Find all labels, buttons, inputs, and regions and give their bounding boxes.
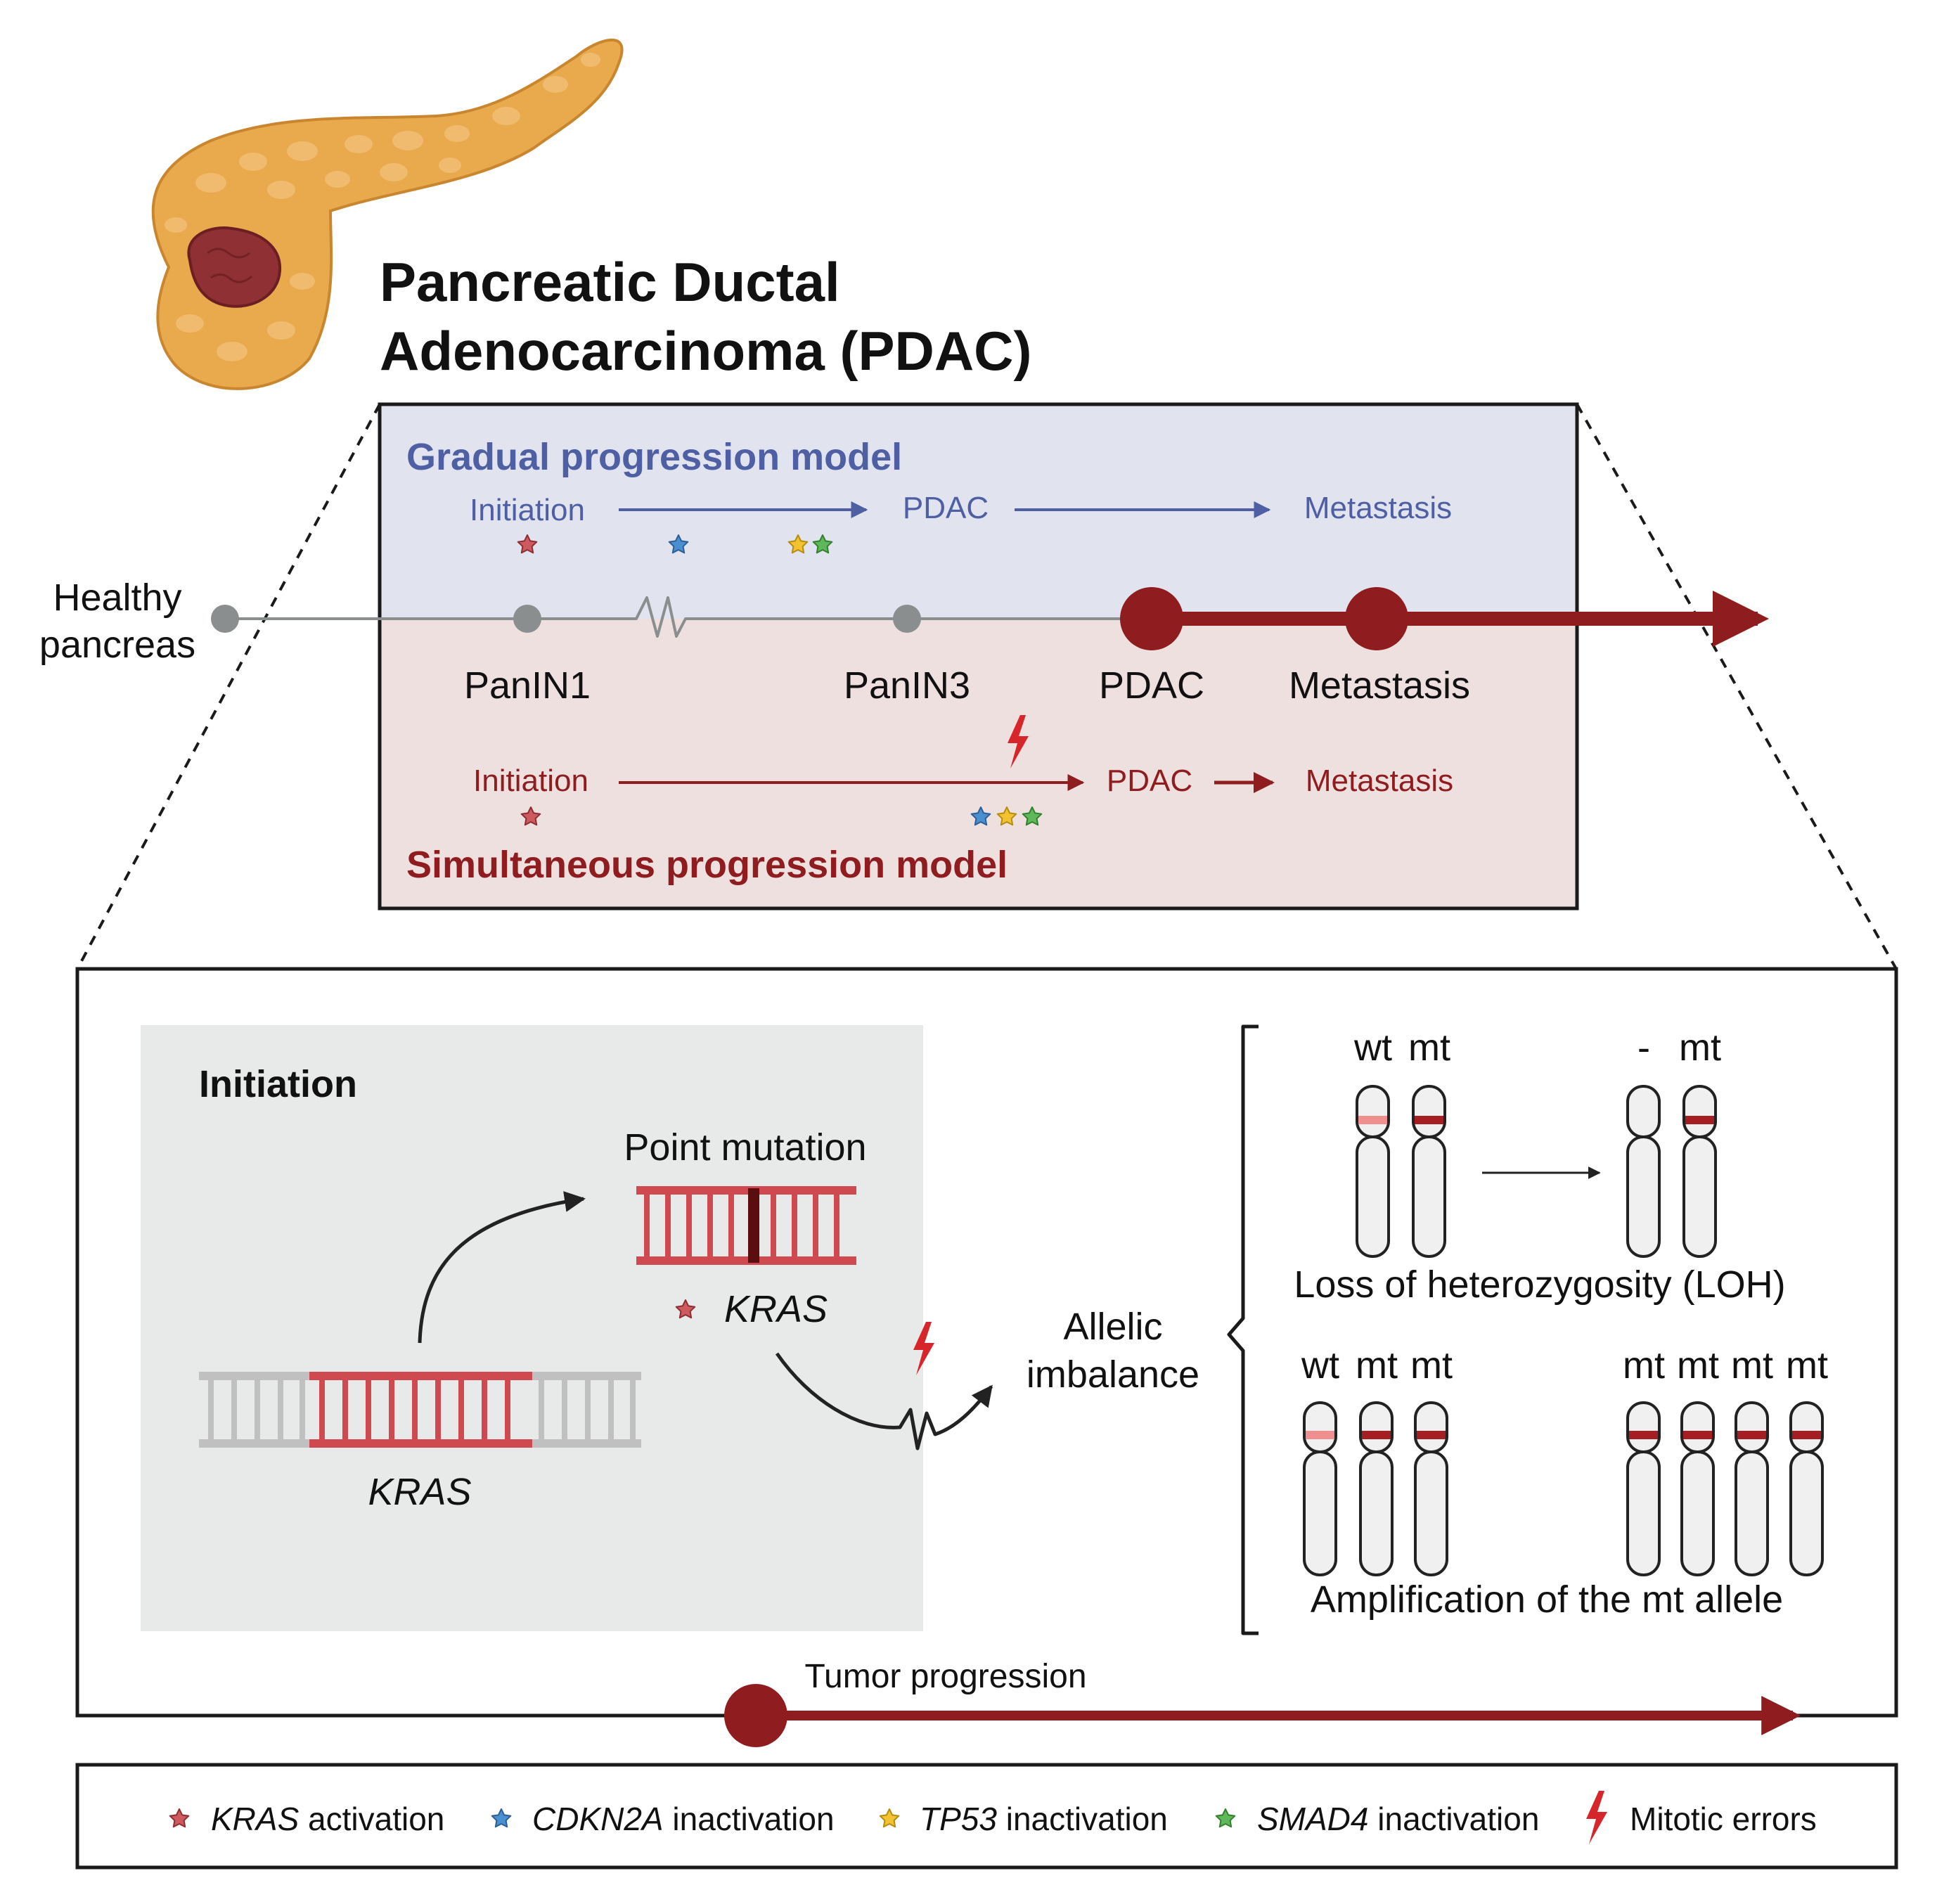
legend-text-smad4: inactivation (1368, 1801, 1539, 1837)
kras-mutated-label: KRAS (724, 1288, 828, 1330)
legend-frame (75, 1763, 1898, 1870)
chromosome-mt (1626, 1401, 1661, 1576)
kras-wildtype-dna-icon (199, 1372, 641, 1448)
gradual-pdac-label: PDAC (903, 491, 989, 525)
healthy-pancreas-label-line2: pancreas (39, 624, 195, 666)
loh-after-allele-2: mt (1679, 1027, 1721, 1069)
amplification-section: wt mt mt mt mt mt mt (1301, 1344, 1828, 1621)
legend-text-tp53: inactivation (997, 1801, 1168, 1837)
stage-label-panin3: PanIN3 (844, 664, 970, 707)
simultaneous-model-title: Simultaneous progression model (406, 844, 1008, 886)
tumor-progression-label: Tumor progression (804, 1658, 1086, 1695)
chromosome-wt (1303, 1401, 1337, 1576)
amp-after-allele-4: mt (1786, 1344, 1828, 1387)
stage-label-panin1: PanIN1 (464, 664, 591, 707)
zoom-line-upper-left (76, 404, 381, 970)
chromosome-mt (1735, 1401, 1769, 1576)
legend: KRAS activation CDKN2A inactivation TP53… (169, 1791, 1817, 1844)
amp-before-allele-3: mt (1410, 1344, 1453, 1387)
legend-item-mitotic: Mitotic errors (1630, 1801, 1817, 1837)
tumor-mass (187, 226, 282, 308)
pancreas-body (151, 38, 624, 390)
loh-caption: Loss of heterozygosity (LOH) (1294, 1263, 1785, 1306)
allelic-imbalance-brace (1227, 1024, 1259, 1635)
loh-before-allele-2: mt (1408, 1027, 1450, 1069)
simultaneous-pdac-label: PDAC (1107, 764, 1192, 798)
stage-label-metastasis: Metastasis (1289, 664, 1470, 707)
amp-before-allele-2: mt (1356, 1344, 1398, 1387)
chromosome-lost (1626, 1085, 1661, 1258)
legend-item-smad4: SMAD4 inactivation (1257, 1801, 1539, 1837)
amp-after-allele-3: mt (1731, 1344, 1773, 1387)
initiation-background (141, 1025, 923, 1631)
simultaneous-initiation-label: Initiation (473, 764, 588, 798)
legend-gene-kras: KRAS (211, 1801, 300, 1837)
arrow-to-point-mutation (418, 1191, 586, 1344)
tumor-progression-node (724, 1684, 787, 1747)
chromosome-mt (1414, 1401, 1448, 1576)
loh-section: wt mt - mt Loss of heterozygosity (LOH) (1294, 1027, 1785, 1306)
allelic-imbalance-label-line2: imbalance (1027, 1353, 1199, 1396)
cdkn2a-star-icon (491, 1808, 512, 1828)
chromosome-mt (1789, 1401, 1824, 1576)
arrow-to-allelic-imbalance (775, 1352, 993, 1450)
chromosome-mt (1359, 1401, 1394, 1576)
metastasis-node (1345, 587, 1408, 650)
legend-gene-smad4: SMAD4 (1257, 1801, 1368, 1837)
gradual-initiation-label: Initiation (470, 493, 585, 527)
amp-after-allele-1: mt (1623, 1344, 1665, 1387)
amplification-caption: Amplification of the mt allele (1311, 1578, 1783, 1621)
stage-label-pdac: PDAC (1099, 664, 1204, 707)
pdac-node (1120, 587, 1183, 650)
gradual-model-title: Gradual progression model (406, 436, 902, 478)
initiation-title: Initiation (199, 1063, 357, 1105)
chromosome-mt (1412, 1085, 1446, 1258)
smad4-star-icon (1215, 1808, 1236, 1828)
simultaneous-model-background (380, 619, 1577, 908)
legend-text-kras: activation (299, 1801, 444, 1837)
legend-gene-tp53: TP53 (920, 1801, 997, 1837)
allelic-imbalance-label-line1: Allelic (1063, 1306, 1162, 1348)
gradual-metastasis-label: Metastasis (1304, 491, 1452, 525)
chromosome-mt (1682, 1085, 1717, 1258)
panin3-node (893, 605, 921, 633)
diagram-title-line2: Adenocarcinoma (PDAC) (380, 320, 1031, 382)
lightning-bolt-icon (1586, 1791, 1607, 1844)
legend-item-cdkn2a: CDKN2A inactivation (532, 1801, 835, 1837)
tp53-star-icon (879, 1808, 900, 1828)
gradual-model-background (380, 404, 1577, 619)
zoom-line-upper-right (1576, 404, 1898, 970)
loh-after-allele-1: - (1637, 1027, 1650, 1069)
legend-gene-cdkn2a: CDKN2A (532, 1801, 664, 1837)
panin1-node (513, 605, 541, 633)
timeline-grey-line (225, 596, 1153, 638)
models-frame (378, 402, 1579, 911)
legend-item-tp53: TP53 inactivation (920, 1801, 1168, 1837)
progression-models-panel (378, 402, 1579, 911)
chromosome-wt (1356, 1085, 1390, 1258)
diagram-title-line1: Pancreatic Ductal (380, 251, 840, 313)
legend-item-kras: KRAS activation (211, 1801, 444, 1837)
healthy-pancreas-node (211, 605, 239, 633)
amp-before-allele-1: wt (1301, 1344, 1339, 1387)
pancreas-with-tumor-icon (151, 38, 624, 390)
main-timeline (211, 587, 1769, 650)
kras-wildtype-label: KRAS (368, 1471, 471, 1513)
chromosome-mt (1680, 1401, 1715, 1576)
point-mutation-label: Point mutation (624, 1126, 866, 1169)
healthy-pancreas-label-line1: Healthy (53, 577, 181, 619)
loh-before-allele-1: wt (1353, 1027, 1392, 1069)
amp-after-allele-2: mt (1677, 1344, 1719, 1387)
simultaneous-metastasis-label: Metastasis (1306, 764, 1453, 798)
kras-mutated-dna-icon (636, 1186, 856, 1265)
kras-star-icon (169, 1808, 190, 1828)
legend-text-cdkn2a: inactivation (664, 1801, 835, 1837)
